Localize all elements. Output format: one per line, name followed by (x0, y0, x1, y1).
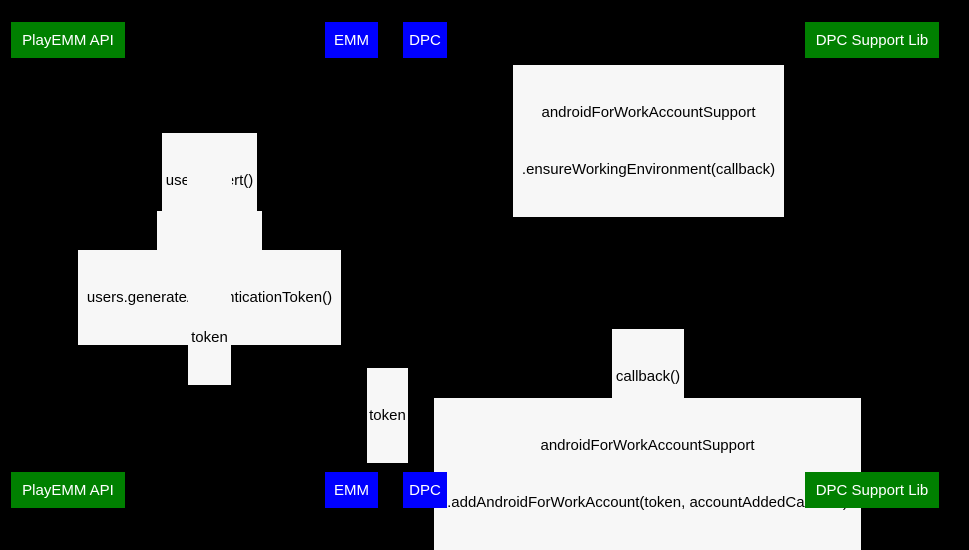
participant-dpc-bottom[interactable]: DPC (403, 472, 447, 508)
participant-label: DPC Support Lib (815, 481, 929, 499)
participant-label: DPC (409, 481, 441, 499)
sequence-diagram-canvas: PlayEMM API EMM DPC DPC Support Lib andr… (11, 22, 939, 550)
message-token-1: token (188, 290, 231, 385)
message-ensure-working-environment: androidForWorkAccountSupport .ensureWork… (513, 65, 784, 217)
message-line-1: token (369, 407, 406, 424)
participant-label: EMM (334, 481, 369, 499)
participant-label: DPC (409, 31, 441, 49)
participant-label: EMM (334, 31, 369, 49)
message-token-2: token (367, 368, 408, 463)
message-line-2: .addAndroidForWorkAccount(token, account… (447, 494, 848, 511)
participant-label: PlayEMM API (22, 481, 114, 499)
participant-dpc-support-lib-top[interactable]: DPC Support Lib (805, 22, 939, 58)
message-line-2: .ensureWorkingEnvironment(callback) (521, 161, 776, 178)
participant-playemm-api-bottom[interactable]: PlayEMM API (11, 472, 125, 508)
message-line-1: androidForWorkAccountSupport (540, 437, 755, 454)
message-line-1: token (191, 329, 228, 346)
participant-emm-top[interactable]: EMM (325, 22, 378, 58)
message-add-android-for-work-account: androidForWorkAccountSupport .addAndroid… (434, 398, 861, 550)
message-line-1: callback() (615, 368, 681, 385)
participant-dpc-support-lib-bottom[interactable]: DPC Support Lib (805, 472, 939, 508)
participant-label: PlayEMM API (22, 31, 114, 49)
participant-playemm-api-top[interactable]: PlayEMM API (11, 22, 125, 58)
participant-emm-bottom[interactable]: EMM (325, 472, 378, 508)
message-line-1: androidForWorkAccountSupport (541, 104, 756, 121)
participant-label: DPC Support Lib (815, 31, 929, 49)
participant-dpc-top[interactable]: DPC (403, 22, 447, 58)
